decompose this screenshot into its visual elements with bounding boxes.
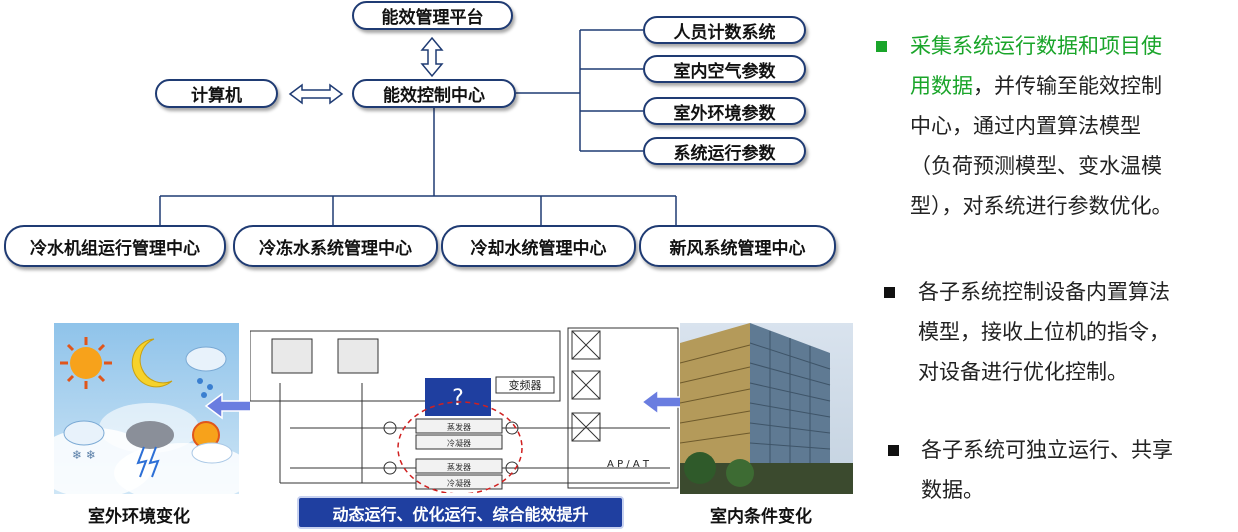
bullet-2-line-1: 模型，接收上位机的指令， [918, 320, 1170, 344]
weather-panel: ❄ ❄ [54, 323, 239, 494]
outdoor-change-caption: 室外环境变化 [88, 507, 190, 527]
bullet-1-line-1: 中心，通过内置算法模型 [910, 114, 1141, 138]
node-control-center: 能效控制中心 [352, 79, 516, 108]
bullet-1-line-3: 型），对系统进行参数优化。 [910, 194, 1173, 218]
unit-label-3: 冷凝器 [447, 478, 471, 488]
sub-center-0: 冷水机组运行管理中心 [4, 225, 226, 267]
bullet-1-highlight-2: 用数据 [910, 74, 973, 98]
bullet-3: 各子系统可独立运行、共享 数据。 [888, 430, 1236, 510]
sub-center-2: 冷却水统管理中心 [441, 225, 636, 267]
hvac-schematic: ? 变频器 A P / A T 蒸发器 冷凝器 蒸发器 冷凝器 [249, 323, 680, 495]
bullet-2: 各子系统控制设备内置算法 模型，接收上位机的指令， 对设备进行优化控制。 [884, 272, 1236, 392]
bullet-3-line-0: 各子系统可独立运行、共享 [921, 438, 1173, 462]
building-photo [680, 323, 853, 494]
ap-at-label: A P / A T [607, 459, 650, 470]
bullet-1-highlight: 采集系统运行数据和项目使 [910, 34, 1162, 58]
input-node-0: 人员计数系统 [643, 16, 806, 44]
sub-center-1: 冷冻水系统管理中心 [233, 225, 438, 267]
sub-center-3: 新风系统管理中心 [639, 225, 836, 267]
input-node-3: 系统运行参数 [643, 137, 806, 165]
summary-banner: 动态运行、优化运行、综合能效提升 [297, 496, 624, 529]
unit-label-2: 蒸发器 [447, 462, 471, 472]
moon-icon [131, 338, 173, 388]
bullet-square-icon [888, 445, 899, 456]
bullet-square-icon [876, 41, 887, 52]
indoor-change-caption: 室内条件变化 [710, 507, 812, 527]
bullet-3-line-1: 数据。 [921, 478, 984, 502]
rain-cloud-icon [185, 346, 227, 398]
weather-illustration: ❄ ❄ [54, 337, 239, 494]
sun-cloud-icon [191, 421, 233, 464]
vfd-label: 变频器 [509, 378, 542, 392]
bullet-1-rest: ，并传输至能效控制 [973, 74, 1162, 98]
input-node-2: 室外环境参数 [643, 97, 806, 125]
unit-label-1: 冷凝器 [447, 438, 471, 448]
unknown-block [425, 378, 491, 416]
bullet-1: 采集系统运行数据和项目使 用数据，并传输至能效控制 中心，通过内置算法模型 （负… [876, 26, 1236, 226]
bullet-1-line-2: （负荷预测模型、变水温模 [910, 154, 1162, 178]
input-node-1: 室内空气参数 [643, 55, 806, 83]
snow-cloud-icon: ❄ ❄ [63, 420, 105, 462]
hvac-schematic-drawing: ? 变频器 A P / A T 蒸发器 冷凝器 蒸发器 冷凝器 [249, 327, 679, 495]
storm-cloud-icon [126, 421, 174, 478]
bullet-2-line-0: 各子系统控制设备内置算法 [918, 280, 1170, 304]
unit-label-0: 蒸发器 [447, 422, 471, 432]
node-computer: 计算机 [155, 79, 278, 108]
node-energy-platform: 能效管理平台 [352, 1, 513, 30]
bullet-2-line-2: 对设备进行优化控制。 [918, 360, 1128, 384]
question-mark-label: ? [452, 386, 464, 411]
svg-text:❄ ❄: ❄ ❄ [72, 448, 96, 462]
building-illustration [680, 323, 853, 494]
sun-icon [60, 337, 112, 389]
bullet-square-icon [884, 287, 895, 298]
